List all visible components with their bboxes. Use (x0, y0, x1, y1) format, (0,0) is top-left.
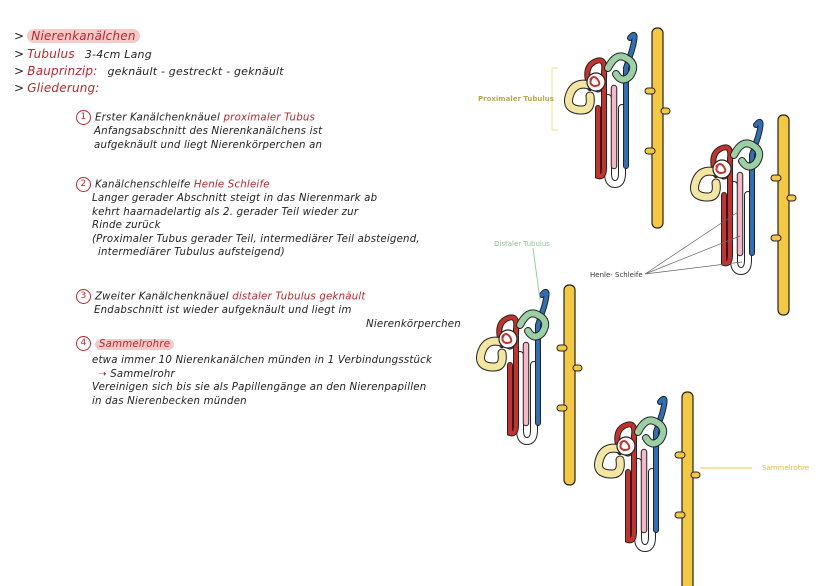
section-title-text: Erster Kanälchenknäuel (95, 112, 221, 124)
header-label-gliederung: Gliederung: (27, 81, 100, 95)
section-number: 2 (76, 177, 91, 192)
chevron-right-icon: > (14, 47, 25, 61)
chevron-right-icon: > (14, 81, 25, 95)
section-line: kehrt haarnadelartig als 2. gerader Teil… (92, 206, 359, 218)
label-distaler-tubulus: Distaler Tubulus (494, 240, 550, 248)
section-title-red: proximaler Tubus (223, 112, 316, 124)
section-line: Sammelrohr (110, 368, 175, 380)
nephron-diagram-1 (569, 28, 671, 228)
leader-henle-2 (644, 235, 741, 275)
section-line: Endabschnitt ist wieder aufgeknäult und … (94, 305, 352, 316)
leader-distal (532, 247, 541, 301)
chevron-right-icon: > (14, 64, 25, 78)
section-number: 3 (76, 289, 91, 304)
header-line-4: >Gliederung: (14, 81, 100, 96)
section-3: 3 Zweiter Kanälchenknäuel distaler Tubulu… (76, 289, 461, 331)
section-title-red: Sammelrohre (95, 338, 175, 350)
header-label-tubulus: Tubulus (27, 47, 75, 61)
section-line-arrow: ➝ Sammelrohr (92, 368, 432, 382)
nephron-diagram-4 (599, 392, 701, 586)
section-line: in das Nierenbecken münden (92, 395, 247, 407)
section-line: Nierenkörperchen (366, 318, 461, 330)
header-label-bauprinzip: Bauprinzip: (27, 64, 98, 78)
nephron-diagram-3 (481, 285, 583, 485)
section-title: 4 Sammelrohre (76, 336, 432, 351)
section-title-text: Zweiter Kanälchenknäuel (95, 291, 229, 303)
section-title: 2 Kanälchenschleife Henle Schleife (76, 177, 420, 192)
arrow-right-icon: ➝ (98, 368, 107, 380)
header-line-1: >Nierenkanälchen (14, 29, 140, 44)
section-title-red: Henle Schleife (193, 179, 270, 191)
section-line: Rinde zurück (92, 220, 161, 231)
section-line: Vereinigen sich bis sie als Papillengäng… (92, 382, 427, 393)
section-body: Langer gerader Abschnitt steigt in das N… (76, 192, 420, 260)
main-title: Nierenkanälchen (27, 29, 140, 43)
section-number: 1 (76, 110, 91, 125)
bracket-proximal (551, 67, 558, 131)
section-title-red: distaler Tubulus geknäult (232, 291, 366, 303)
section-2: 2 Kanälchenschleife Henle Schleife Langer… (76, 177, 420, 260)
section-title: 1 Erster Kanälchenknäuel proximaler Tubus (76, 110, 322, 125)
header-line-2: >Tubulus 3-4cm Lang (14, 47, 152, 62)
label-henle-schleife: Henle- Schleife (590, 271, 643, 279)
section-line: etwa immer 10 Nierenkanälchen münden in … (92, 355, 433, 366)
nephron-diagram-2 (695, 115, 797, 315)
header-value-bauprinzip: geknäult - gestreckt - geknäult (107, 65, 284, 78)
section-line: Anfangsabschnitt des Nierenkanälchens is… (94, 126, 323, 137)
label-sammelrohre: Sammelrohre (762, 464, 810, 472)
section-body: Anfangsabschnitt des Nierenkanälchens is… (76, 125, 322, 152)
section-line: intermediärer Tubulus aufsteigend) (98, 247, 285, 258)
section-title-text: Kanälchenschleife (95, 179, 191, 191)
leader-henle-3 (644, 261, 743, 275)
chevron-right-icon: > (14, 29, 25, 43)
section-number: 4 (76, 336, 91, 351)
leader-henle-1 (644, 211, 739, 275)
header-value-tubulus: 3-4cm Lang (84, 48, 152, 61)
header-line-3: >Bauprinzip: geknäult - gestreckt - gekn… (14, 64, 284, 79)
section-line: Langer gerader Abschnitt steigt in das N… (92, 193, 378, 204)
section-body: etwa immer 10 Nierenkanälchen münden in … (76, 354, 432, 408)
section-4: 4 Sammelrohre etwa immer 10 Nierenkanälch… (76, 336, 432, 408)
section-line: (Proximaler Tubus gerader Teil, intermed… (92, 233, 420, 245)
section-body: Endabschnitt ist wieder aufgeknäult und … (76, 304, 461, 331)
section-title: 3 Zweiter Kanälchenknäuel distaler Tubulu… (76, 289, 461, 304)
label-proximaler-tubulus: Proximaler Tubulus (478, 95, 554, 103)
section-1: 1 Erster Kanälchenknäuel proximaler Tubus… (76, 110, 322, 152)
section-line: aufgeknäult und liegt Nierenkörperchen a… (94, 139, 323, 151)
